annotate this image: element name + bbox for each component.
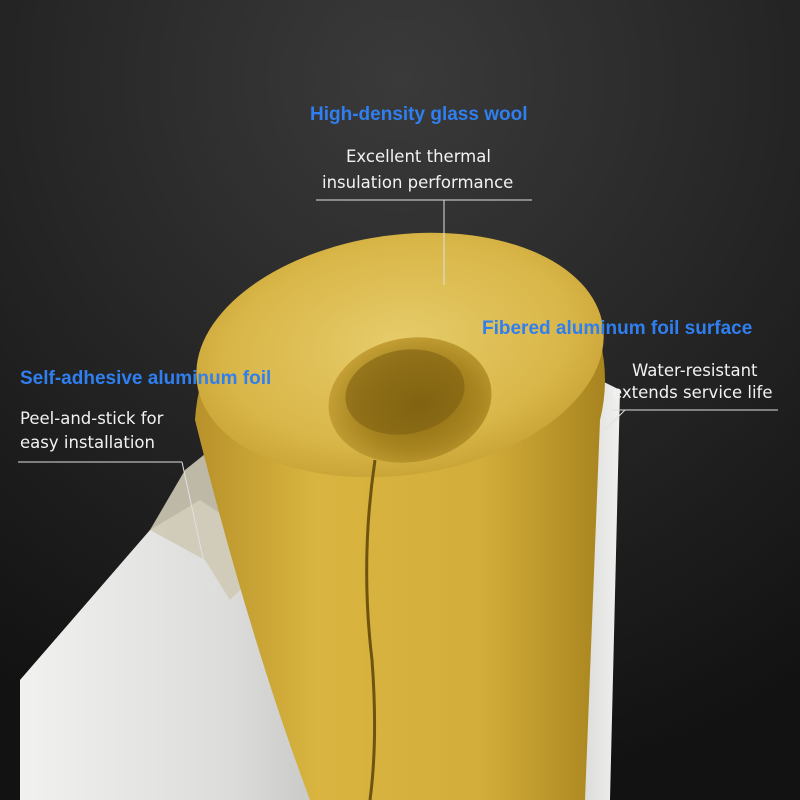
glass-wool-line-1: Excellent thermal xyxy=(346,147,491,166)
adhesive-foil-title: Self-adhesive aluminum foil xyxy=(20,368,272,389)
adhesive-foil-line-1: Peel-and-stick for xyxy=(20,409,164,428)
glass-wool-title: High-density glass wool xyxy=(310,104,528,125)
fibered-foil-title: Fibered aluminum foil surface xyxy=(482,318,753,339)
adhesive-foil-line-2: easy installation xyxy=(20,433,155,452)
glass-wool-line-2: insulation performance xyxy=(322,173,514,192)
fibered-foil-line-2: extends service life xyxy=(612,383,773,402)
fibered-foil-line-1: Water-resistant xyxy=(632,361,758,380)
